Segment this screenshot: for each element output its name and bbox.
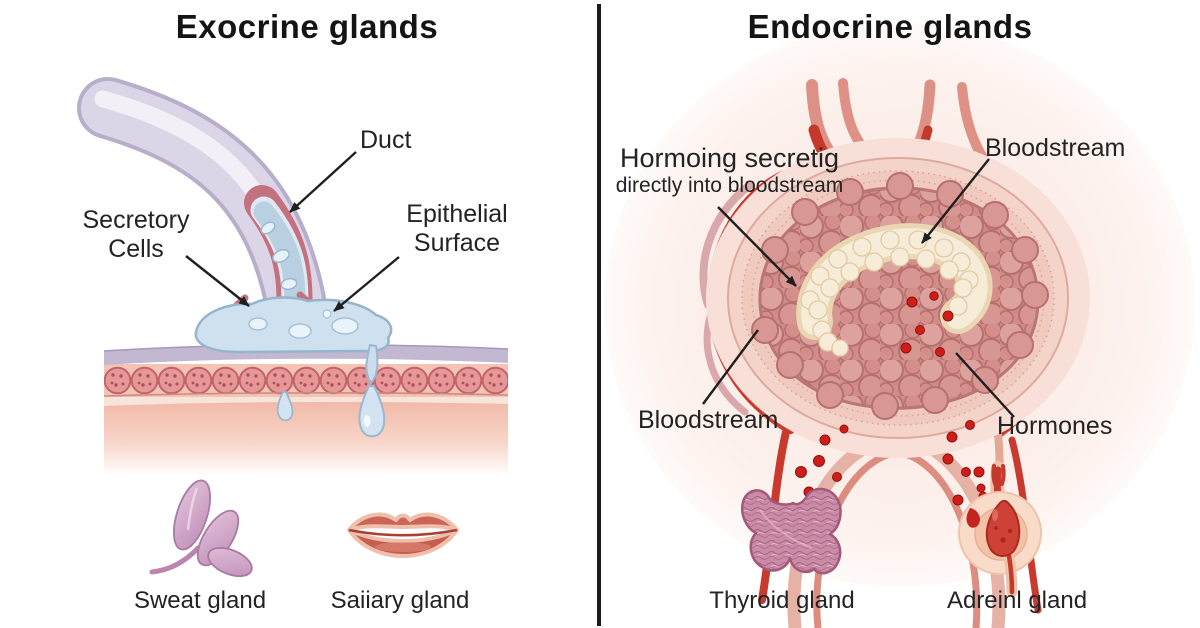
salivary-gland-icon bbox=[347, 512, 459, 558]
duct-icon bbox=[77, 77, 327, 336]
label-sweat-gland: Sweat gland bbox=[133, 587, 267, 614]
pointer-epithelial-surface bbox=[333, 256, 400, 312]
label-salivary-gland: Saiiary gland bbox=[330, 587, 470, 614]
label-secretion: Hormoing secretig directly into bloodstr… bbox=[607, 143, 852, 199]
pointer-hormones bbox=[955, 352, 1015, 418]
label-bloodstream-top: Bloodstream bbox=[985, 134, 1126, 162]
adrenal-gland-icon bbox=[958, 461, 1042, 598]
epithelial-line1: Epithelial bbox=[406, 200, 508, 228]
epithelial-surface-layer bbox=[103, 343, 509, 476]
epithelial-line2: Surface bbox=[413, 229, 501, 257]
secretion-line1: Hormoing secretig bbox=[619, 143, 840, 173]
pointer-secretory-cells bbox=[185, 255, 250, 307]
secretory-line2: Cells bbox=[108, 235, 164, 263]
droplet-icons bbox=[276, 343, 386, 438]
label-secretory-cells: Secretory Cells bbox=[56, 206, 216, 264]
pointer-secretion bbox=[717, 206, 797, 287]
thyroid-gland-icon bbox=[741, 487, 842, 575]
label-epithelial-surface: Epithelial Surface bbox=[377, 200, 537, 258]
cream-cell-band bbox=[796, 223, 993, 357]
pointer-duct bbox=[289, 151, 357, 213]
secretory-line1: Secretory bbox=[82, 206, 190, 234]
exocrine-illustration bbox=[77, 77, 509, 577]
label-duct: Duct bbox=[360, 126, 412, 154]
endocrine-illustration bbox=[605, 23, 1195, 628]
pointer-bloodstream-left bbox=[702, 329, 759, 405]
exocrine-title: Exocrine glands bbox=[175, 8, 439, 45]
label-bloodstream-left: Bloodstream bbox=[638, 406, 779, 434]
sweat-gland-icon bbox=[149, 479, 253, 577]
secretion-line2: directly into bloodstream bbox=[615, 174, 844, 198]
label-thyroid-gland: Thyroid gland bbox=[709, 587, 855, 614]
endocrine-gland-icon bbox=[706, 138, 1090, 458]
gland-edge-lumps bbox=[751, 172, 1049, 420]
panel-divider bbox=[597, 4, 601, 626]
endocrine-title: Endocrine glands bbox=[747, 8, 1033, 45]
label-adrenal-gland: Adreinl gland bbox=[946, 587, 1088, 614]
label-hormones: Hormones bbox=[997, 412, 1113, 440]
pointer-lines-right bbox=[702, 158, 1015, 418]
secretion-pool bbox=[194, 296, 393, 354]
pointer-lines-left bbox=[185, 151, 400, 312]
pointer-bloodstream-top bbox=[921, 158, 990, 244]
